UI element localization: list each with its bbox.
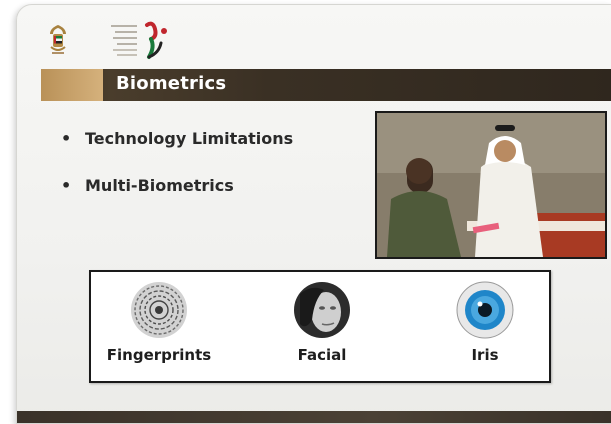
slide-title: Biometrics [116, 73, 227, 94]
biometric-fingerprints: Fingerprints [99, 280, 219, 364]
bullet-text: Multi-Biometrics [85, 176, 234, 195]
biometric-label: Fingerprints [106, 346, 212, 364]
bullet-text: Technology Limitations [85, 129, 294, 148]
people-at-desk-photo [375, 111, 607, 259]
presentation-slide: Biometrics • Technology Limitations • Mult… [16, 4, 611, 424]
biometric-label: Iris [471, 346, 499, 364]
slide-title-bar: Biometrics [41, 69, 611, 101]
title-accent-block [41, 69, 103, 101]
bullet-item: • Multi-Biometrics [57, 176, 293, 195]
bullet-item: • Technology Limitations [57, 129, 293, 148]
organization-logo [111, 21, 167, 59]
biometric-iris: Iris [425, 280, 545, 364]
uae-emblem-logo [50, 25, 66, 54]
bullet-dot-icon: • [61, 129, 72, 148]
bullet-dot-icon: • [61, 176, 72, 195]
face-icon [294, 282, 350, 338]
biometric-facial: Facial [262, 280, 382, 364]
photo-illustration [377, 113, 605, 257]
biometrics-panel: Fingerprints Facial Iris [89, 270, 551, 383]
fingerprint-icon [131, 282, 187, 338]
iris-eye-icon [456, 281, 514, 339]
slide-footer-bar [17, 411, 611, 423]
bullet-list: • Technology Limitations • Multi-Biometric… [57, 129, 293, 223]
biometric-label: Facial [297, 346, 347, 364]
